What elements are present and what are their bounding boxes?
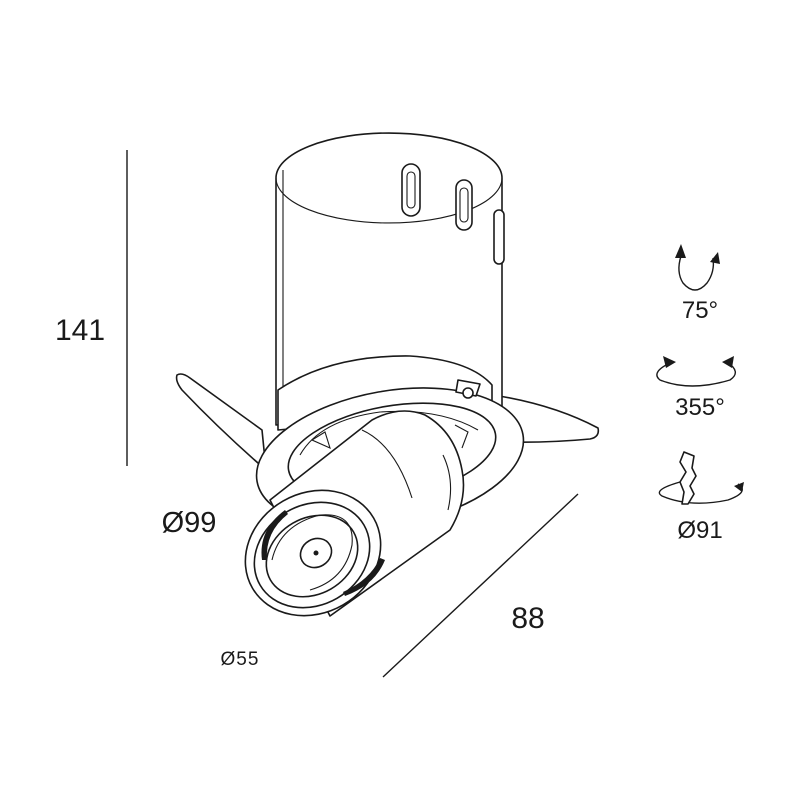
lens-rim-shadow [343, 558, 385, 596]
lens-led [313, 550, 319, 556]
housing-cylinder [275, 132, 503, 426]
outer-diameter-label: Ø99 [162, 507, 217, 539]
spotlight-illustration [175, 132, 600, 617]
depth-label: 88 [511, 602, 544, 635]
cutout-label: Ø91 [677, 517, 722, 544]
barrel-ring [361, 429, 413, 499]
vent-slot [493, 209, 505, 265]
tilt-label: 75° [682, 297, 718, 324]
vent-slot [459, 187, 469, 223]
rotation-icon [656, 356, 736, 387]
lens-diameter-label: Ø55 [221, 649, 260, 670]
flange-screw [455, 379, 481, 399]
depth-dimension-line [382, 493, 579, 678]
ventilation-slots [401, 163, 505, 265]
gimbal-detail [310, 431, 331, 449]
barrel-ring [442, 454, 452, 511]
lens-reflector-inner [271, 514, 353, 591]
cutout-icon [658, 451, 744, 505]
spring-clip-left [175, 373, 267, 471]
vent-slot [406, 171, 416, 209]
height-label: 141 [55, 314, 105, 347]
gimbal-detail [299, 410, 479, 456]
rotation-label: 355° [675, 394, 725, 421]
tilt-icon [675, 244, 720, 291]
lens-rim-shadow [261, 510, 288, 560]
housing-top-edge [275, 177, 503, 224]
gimbal-detail [454, 424, 469, 449]
